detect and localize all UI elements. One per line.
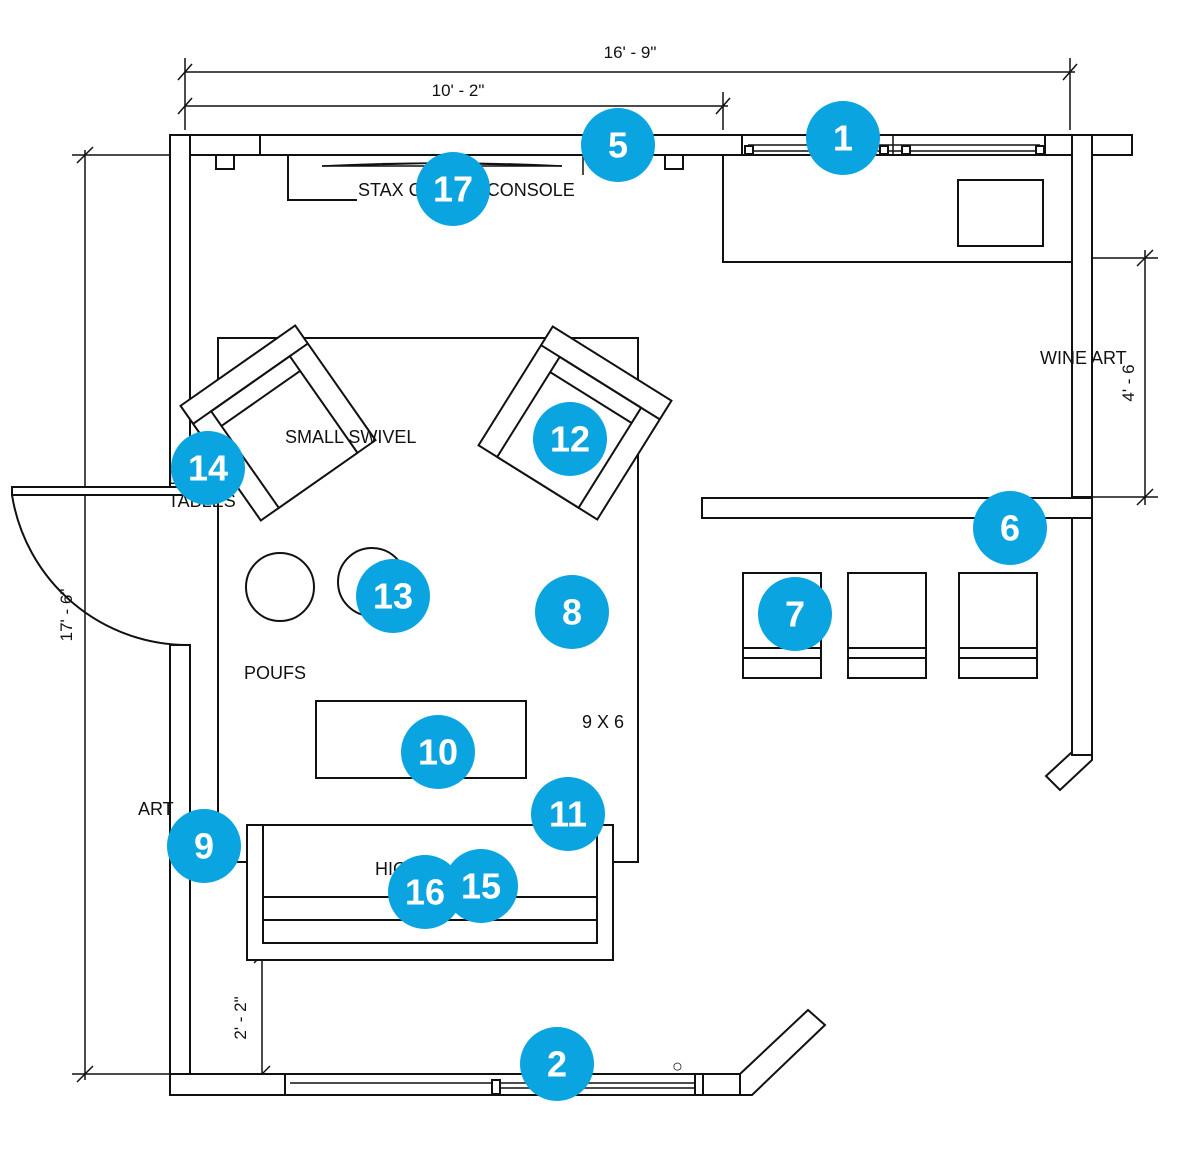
markers: 1 5 17 12 14 6 13 8 7 10 11 9 15 16 2 [167,101,1047,1101]
svg-text:1: 1 [833,118,853,159]
svg-text:14: 14 [188,448,228,489]
marker-16[interactable]: 16 [388,855,462,929]
svg-text:6: 6 [1000,508,1020,549]
dim-bottom-offset: 2' - 2" [231,996,250,1039]
marker-14[interactable]: 14 [171,431,245,505]
bottom-door [284,1073,704,1096]
dim-right-height: 4' - 6 [1119,364,1138,401]
label-art: ART [138,799,174,819]
svg-text:7: 7 [785,594,805,635]
svg-text:15: 15 [461,866,501,907]
dim-partial-width: 10' - 2" [432,81,485,100]
marker-5[interactable]: 5 [581,108,655,182]
marker-9[interactable]: 9 [167,809,241,883]
dim-overall-width: 16' - 9" [604,43,657,62]
svg-text:10: 10 [418,732,458,773]
marker-10[interactable]: 10 [401,715,475,789]
top-window [741,134,1046,156]
label-rug-size: 9 X 6 [582,712,624,732]
svg-text:5: 5 [608,125,628,166]
label-wine-art: WINE ART [1040,348,1127,368]
door-handle-icon: ○ [672,1056,683,1076]
marker-8[interactable]: 8 [535,575,609,649]
marker-6[interactable]: 6 [973,491,1047,565]
svg-text:12: 12 [550,419,590,460]
svg-text:9: 9 [194,826,214,867]
svg-text:8: 8 [562,592,582,633]
svg-text:16: 16 [405,872,445,913]
marker-13[interactable]: 13 [356,559,430,633]
svg-text:2: 2 [547,1044,567,1085]
dimension-lines [72,58,1158,1085]
left-door [11,486,191,647]
marker-2[interactable]: 2 [520,1027,594,1101]
marker-7[interactable]: 7 [758,577,832,651]
marker-15[interactable]: 15 [444,849,518,923]
svg-text:13: 13 [373,576,413,617]
marker-1[interactable]: 1 [806,101,880,175]
svg-text:17: 17 [433,169,473,210]
label-swivel: SMALL SWIVEL [285,427,416,447]
marker-11[interactable]: 11 [531,777,605,851]
marker-17[interactable]: 17 [416,152,490,226]
cabinet [722,155,1072,263]
marker-12[interactable]: 12 [533,402,607,476]
label-poufs: POUFS [244,663,306,683]
svg-text:11: 11 [549,794,587,835]
